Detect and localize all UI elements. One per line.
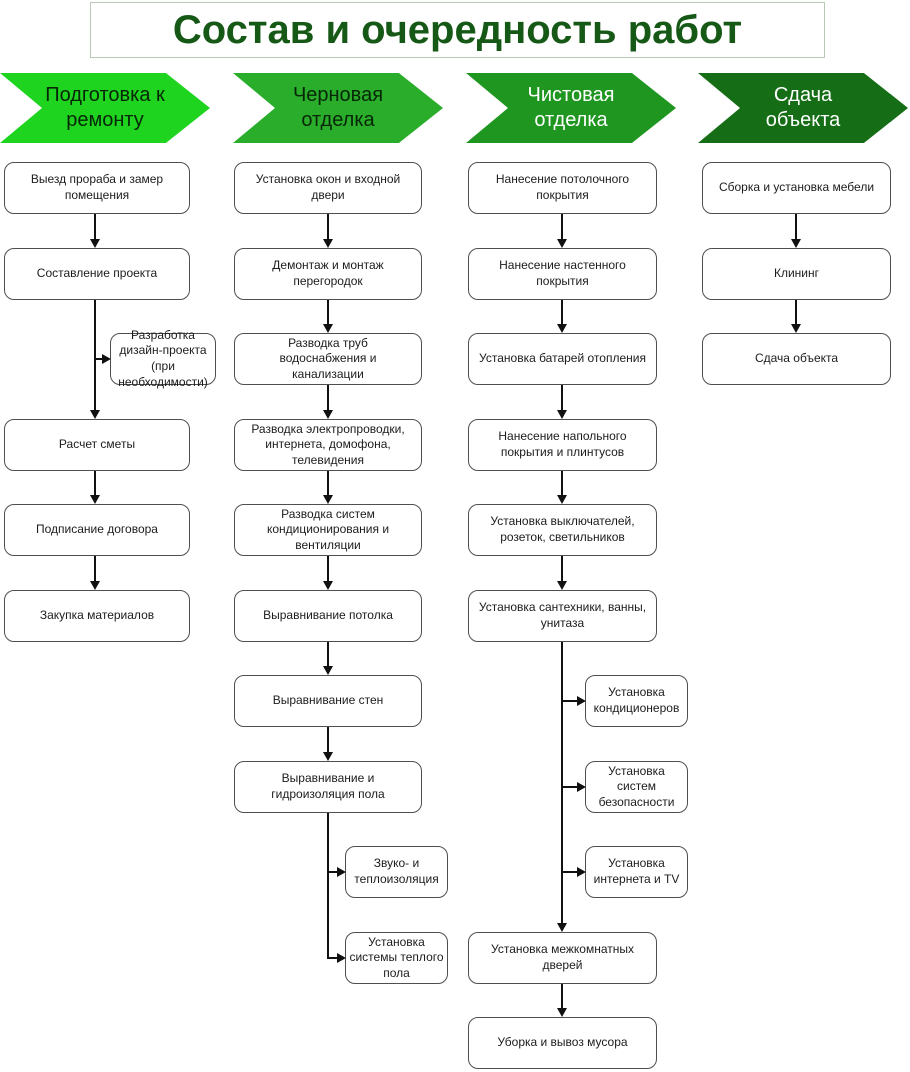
connector-line xyxy=(561,556,563,582)
flow-step-box: Демонтаж и монтаж перегородок xyxy=(234,248,422,300)
flow-step-box: Подписание договора xyxy=(4,504,190,556)
connector-line xyxy=(327,300,329,325)
arrowhead-right-icon xyxy=(577,696,586,706)
connector-line xyxy=(562,871,579,873)
phase-label-line: Чистовая xyxy=(527,84,615,106)
arrowhead-down-icon xyxy=(323,666,333,675)
flow-step-box: Выравнивание и гидроизоляция пола xyxy=(234,761,422,813)
arrowhead-right-icon xyxy=(337,953,346,963)
phase-label-line: Подготовка к xyxy=(45,84,165,106)
flow-step-box: Уборка и вывоз мусора xyxy=(468,1017,657,1069)
connector-line xyxy=(561,642,563,924)
flow-step-box: Выезд прораба и замер помещения xyxy=(4,162,190,214)
arrowhead-down-icon xyxy=(323,410,333,419)
arrowhead-down-icon xyxy=(557,581,567,590)
arrowhead-down-icon xyxy=(557,324,567,333)
phase-chevron: Подготовка к ремонту xyxy=(0,73,210,143)
connector-line xyxy=(327,727,329,753)
connector-line xyxy=(94,471,96,496)
flow-side-step-box: Установка системы теплого пола xyxy=(345,932,448,984)
arrowhead-right-icon xyxy=(577,782,586,792)
arrowhead-down-icon xyxy=(557,410,567,419)
connector-line xyxy=(795,300,797,325)
flow-step-box: Сдача объекта xyxy=(702,333,891,385)
phase-label-line: Сдача xyxy=(773,84,833,106)
page-title-box: Состав и очередность работ xyxy=(90,2,825,58)
flow-step-box: Клининг xyxy=(702,248,891,300)
connector-line xyxy=(561,385,563,411)
arrowhead-down-icon xyxy=(323,752,333,761)
phase-chevron: Сдача объекта xyxy=(698,73,908,143)
arrowhead-down-icon xyxy=(557,923,567,932)
arrowhead-right-icon xyxy=(577,867,586,877)
phase-label-line: Черновая xyxy=(292,84,384,106)
flow-step-box: Установка батарей отопления xyxy=(468,333,657,385)
arrowhead-down-icon xyxy=(90,581,100,590)
connector-line xyxy=(94,214,96,240)
flow-side-step-box: Установка интернета и TV xyxy=(585,846,688,898)
flow-step-box: Установка сантехники, ванны, унитаза xyxy=(468,590,657,642)
arrowhead-down-icon xyxy=(323,324,333,333)
connector-line xyxy=(561,471,563,496)
connector-line xyxy=(328,871,339,873)
flow-step-box: Нанесение потолочного покрытия xyxy=(468,162,657,214)
arrowhead-right-icon xyxy=(337,867,346,877)
arrowhead-down-icon xyxy=(90,239,100,248)
flow-side-step-box: Звуко- и теплоизоляция xyxy=(345,846,448,898)
flow-step-box: Расчет сметы xyxy=(4,419,190,471)
flow-step-box: Закупка материалов xyxy=(4,590,190,642)
connector-line xyxy=(561,300,563,325)
connector-line xyxy=(328,957,339,959)
phase-chevron: Чистовая отделка xyxy=(466,73,676,143)
flow-side-step-box: Установка систем безопасности xyxy=(585,761,688,813)
phase-label-line: ремонту xyxy=(66,109,144,131)
connector-line xyxy=(327,813,329,959)
connector-line xyxy=(327,385,329,411)
connector-line xyxy=(327,556,329,582)
arrowhead-down-icon xyxy=(90,410,100,419)
connector-line xyxy=(327,214,329,240)
flow-step-box: Установка межкомнатных дверей xyxy=(468,932,657,984)
flow-step-box: Составление проекта xyxy=(4,248,190,300)
flow-side-step-box: Разработка дизайн-проекта (при необходим… xyxy=(110,328,216,389)
flow-step-box: Установка выключателей, розеток, светиль… xyxy=(468,504,657,556)
flow-step-box: Выравнивание потолка xyxy=(234,590,422,642)
arrowhead-down-icon xyxy=(557,239,567,248)
flow-step-box: Разводка электропроводки, интернета, дом… xyxy=(234,419,422,471)
connector-line xyxy=(327,642,329,667)
flow-step-box: Нанесение настенного покрытия xyxy=(468,248,657,300)
connector-line xyxy=(327,471,329,496)
flow-side-step-box: Установка кондиционеров xyxy=(585,675,688,727)
connector-line xyxy=(94,556,96,582)
connector-line xyxy=(94,300,96,411)
flow-step-box: Разводка систем кондиционирования и вент… xyxy=(234,504,422,556)
connector-line xyxy=(561,984,563,1009)
page-title: Состав и очередность работ xyxy=(172,7,743,52)
arrowhead-right-icon xyxy=(102,354,111,364)
arrowhead-down-icon xyxy=(557,495,567,504)
connector-line xyxy=(561,214,563,240)
phase-label-line: объекта xyxy=(765,109,841,131)
connector-line xyxy=(795,214,797,240)
arrowhead-down-icon xyxy=(791,324,801,333)
connector-line xyxy=(562,786,579,788)
phase-chevron: Черновая отделка xyxy=(233,73,443,143)
arrowhead-down-icon xyxy=(323,581,333,590)
flow-step-box: Нанесение напольного покрытия и плинтусо… xyxy=(468,419,657,471)
flow-step-box: Сборка и установка мебели xyxy=(702,162,891,214)
arrowhead-down-icon xyxy=(323,239,333,248)
phase-label-line: отделка xyxy=(301,109,375,131)
flow-step-box: Разводка труб водоснабжения и канализаци… xyxy=(234,333,422,385)
phase-label-line: отделка xyxy=(534,109,608,131)
arrowhead-down-icon xyxy=(323,495,333,504)
connector-line xyxy=(562,700,579,702)
arrowhead-down-icon xyxy=(791,239,801,248)
connector-line xyxy=(95,358,104,360)
flow-step-box: Выравнивание стен xyxy=(234,675,422,727)
arrowhead-down-icon xyxy=(90,495,100,504)
flow-step-box: Установка окон и входной двери xyxy=(234,162,422,214)
arrowhead-down-icon xyxy=(557,1008,567,1017)
